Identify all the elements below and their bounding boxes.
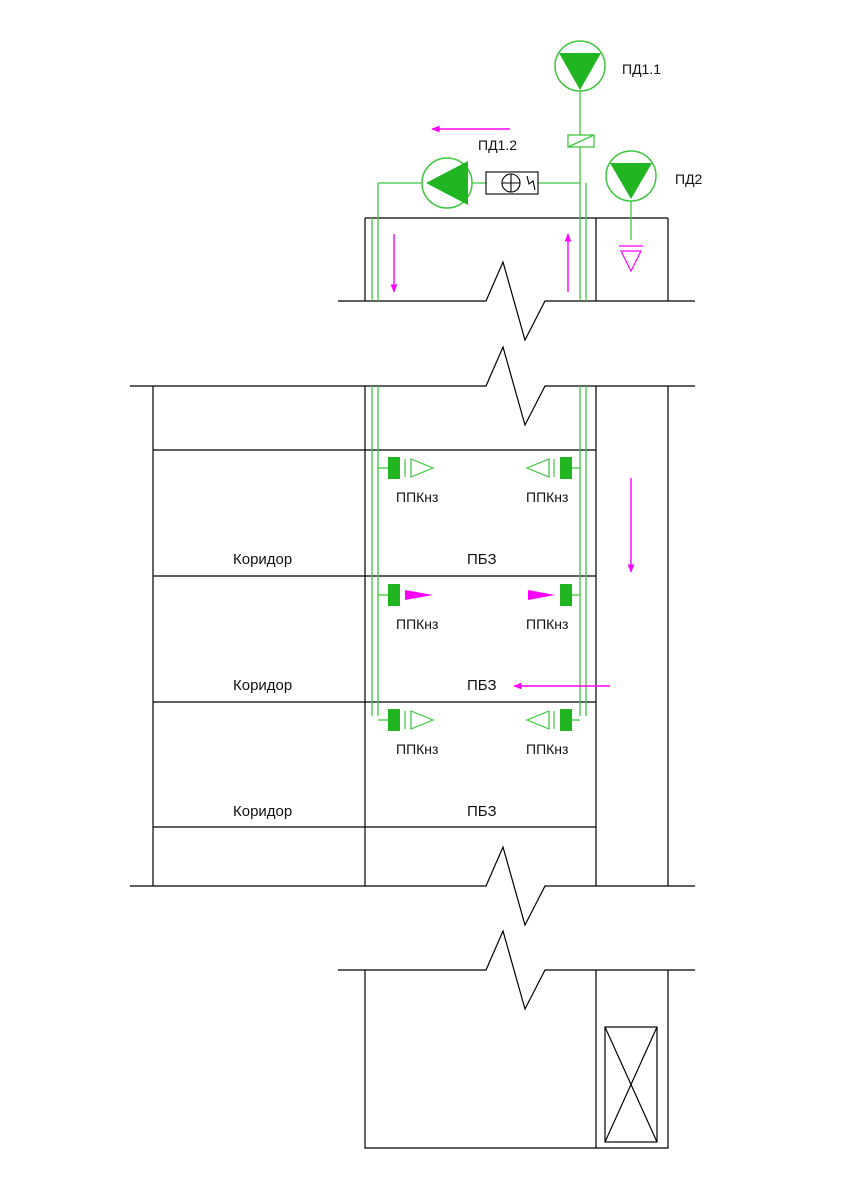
damper-floor2-right: ППКнз	[526, 584, 572, 632]
fan-pd11: ПД1.1	[554, 40, 661, 92]
shaft-crossed-icon	[604, 1026, 658, 1143]
room-label-corridor: Коридор	[233, 551, 292, 568]
grille-icon	[410, 458, 435, 478]
fan-pd12-label: ПД1.2	[478, 137, 517, 153]
damper-floor1-right: ППКнз	[525, 457, 572, 505]
fan-pd2: ПД2	[605, 150, 703, 202]
grille-icon	[410, 710, 435, 730]
fan-icon	[421, 157, 473, 209]
grille-icon	[525, 458, 550, 478]
fire-damper-icon	[560, 457, 572, 479]
airflow-arrow	[405, 590, 433, 600]
room-label-corridor: Коридор	[233, 677, 292, 694]
damper-floor1-left: ППКнз	[388, 457, 438, 505]
room-label-pbz: ПБЗ	[467, 803, 497, 820]
fan-pd2-label: ПД2	[675, 171, 703, 187]
airflow-arrows	[390, 125, 635, 690]
airflow-arrow	[528, 590, 555, 600]
damper-label: ППКнз	[396, 741, 438, 757]
check-valve-icon	[567, 134, 595, 148]
room-label-corridor: Коридор	[233, 803, 292, 820]
damper-floor3-right: ППКнз	[525, 709, 572, 757]
fan-icon	[605, 150, 657, 202]
fan-pd12: ПД1.2	[421, 137, 517, 209]
fire-damper-icon	[560, 584, 572, 606]
room-label-pbz: ПБЗ	[467, 677, 497, 694]
fan-pd11-label: ПД1.1	[622, 61, 661, 77]
damper-label: ППКнз	[396, 616, 438, 632]
damper-label: ППКнз	[526, 616, 568, 632]
damper-label: ППКнз	[526, 741, 568, 757]
fire-damper-icon	[388, 709, 400, 731]
grille-icon	[525, 710, 550, 730]
damper-floor3-left: ППКнз	[388, 709, 438, 757]
heater-icon	[485, 171, 539, 195]
room-label-pbz: ПБЗ	[467, 551, 497, 568]
grille-icon	[619, 245, 643, 273]
damper-label: ППКнз	[396, 489, 438, 505]
building-outline	[130, 217, 695, 1149]
damper-label: ППКнз	[526, 489, 568, 505]
fire-damper-icon	[388, 457, 400, 479]
duct-network	[371, 90, 632, 721]
fire-damper-icon	[560, 709, 572, 731]
fire-damper-icon	[388, 584, 400, 606]
damper-floor2-left: ППКнз	[388, 584, 438, 632]
fan-icon	[554, 40, 606, 92]
